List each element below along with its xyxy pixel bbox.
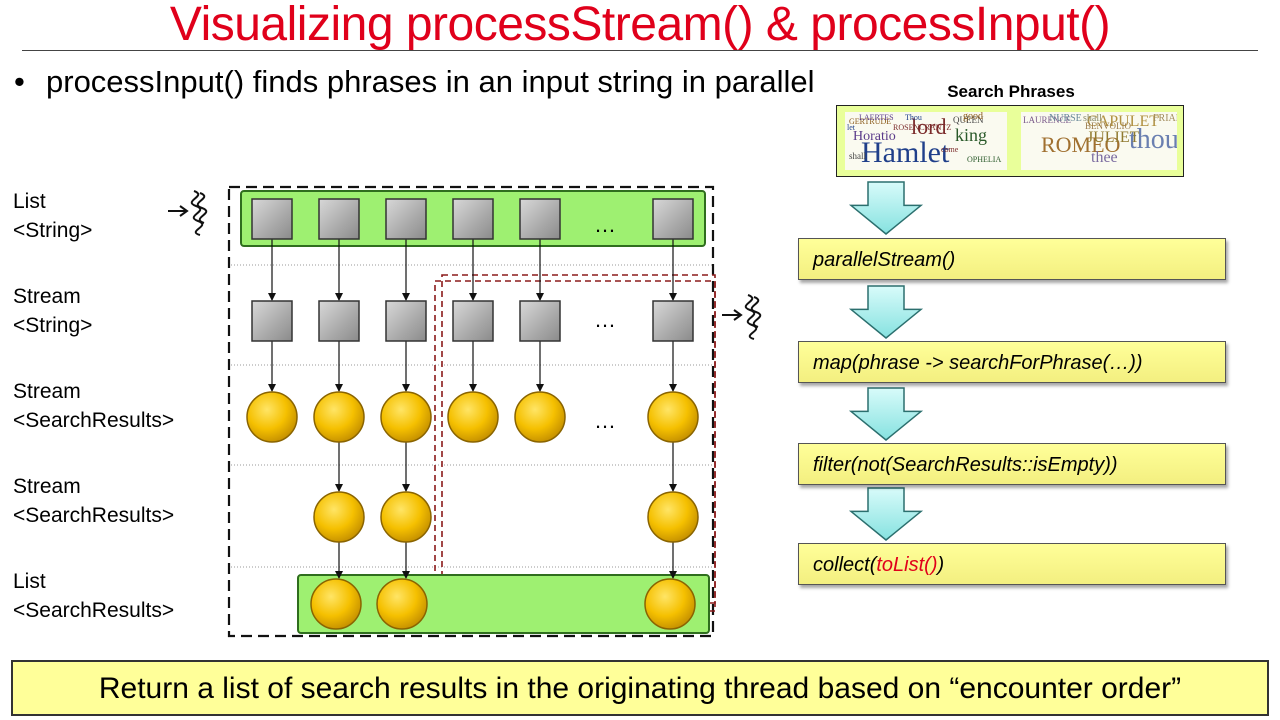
cloud-word: ROMEO (1041, 132, 1121, 157)
cloud-word: king (955, 125, 988, 145)
cloud-word: shall (1083, 113, 1102, 124)
string-element (652, 198, 694, 240)
cloud-word: CAPULET (1087, 113, 1159, 130)
stream-string-element (251, 300, 293, 342)
row-label-line2: <SearchResults> (13, 409, 175, 432)
op-map-search: map(phrase -> searchForPhrase(…)) (798, 341, 1226, 383)
cloud-word: lord (911, 114, 947, 139)
cloud-word: BENVOLIO (1085, 121, 1131, 131)
stream-string-element (452, 300, 494, 342)
cloud-word: ROSENCRANTZ (893, 123, 952, 132)
bullet-text: processInput() finds phrases in an input… (46, 64, 815, 99)
list-result-element (376, 578, 428, 630)
ellipsis-stream-string: … (594, 307, 616, 332)
list-result-element (310, 578, 362, 630)
row-label-stream-results: Stream <SearchResults> (13, 377, 174, 435)
row-label-line1: Stream (13, 380, 81, 403)
search-result-element (380, 391, 432, 443)
row-label-line1: List (13, 570, 46, 593)
parallel-region-outer (227, 185, 715, 638)
cloud-word: good (963, 112, 983, 122)
op-collect-suffix: ) (937, 554, 945, 576)
string-element (251, 198, 293, 240)
stream-string-element (318, 300, 360, 342)
op-collect-to-list: collect(toList()) (798, 543, 1226, 585)
stream-string-element (652, 300, 694, 342)
row-label-stream-string: Stream <String> (13, 282, 92, 340)
row-label-line1: Stream (13, 475, 81, 498)
cloud-word: come (941, 145, 959, 154)
op-collect-highlight: toList() (876, 554, 938, 576)
cloud-word: let (847, 123, 855, 132)
row-label-line1: Stream (13, 285, 81, 308)
ellipsis-list-string: … (594, 212, 616, 237)
row-label-line2: <SearchResults> (13, 599, 175, 622)
row-label-line2: <SearchResults> (13, 504, 175, 527)
cloud-word: Hamlet (861, 136, 950, 169)
title-divider (22, 50, 1258, 51)
row-label-list-string: List <String> (13, 187, 92, 245)
search-result-element (246, 391, 298, 443)
search-result-element (514, 391, 566, 443)
cloud-word: FRIAR (1153, 113, 1177, 124)
ellipsis-stream-results: … (594, 408, 616, 433)
stream-string-element (519, 300, 561, 342)
cloud-word: LAERTES (859, 113, 894, 122)
list-result-element (644, 578, 696, 630)
thread-icon (168, 190, 208, 236)
row-label-filtered-results: Stream <SearchResults> (13, 472, 174, 530)
string-element (519, 198, 561, 240)
page-title: Visualizing processStream() & processInp… (169, 0, 1111, 51)
cloud-word: OPHELIA (967, 155, 1002, 164)
cloud-word: QUEEN (953, 115, 984, 125)
cloud-word: Horatio (853, 129, 896, 144)
cloud-word: thee (1091, 149, 1118, 166)
row-label-list-results: List <SearchResults> (13, 567, 174, 625)
summary-footer: Return a list of search results in the o… (11, 660, 1269, 716)
filtered-result-element (647, 491, 699, 543)
pipeline-down-arrow (848, 387, 924, 441)
row-label-line1: List (13, 190, 46, 213)
pipeline-arrows (848, 181, 924, 541)
row-label-line2: <String> (13, 219, 93, 242)
op-parallel-stream: parallelStream() (798, 238, 1226, 280)
search-result-element (447, 391, 499, 443)
op-filter-not-empty: filter(not(SearchResults::isEmpty)) (798, 443, 1226, 485)
cloud-word: thou (1129, 124, 1177, 155)
cloud-word: shall (849, 151, 866, 161)
cloud-word: GERTRUDE (849, 117, 892, 126)
string-element (318, 198, 360, 240)
pipeline-down-arrow (848, 487, 924, 541)
pipeline-down-arrow (848, 181, 924, 235)
flow-layer (246, 198, 699, 630)
string-element (452, 198, 494, 240)
stream-string-element (385, 300, 427, 342)
search-result-element (647, 391, 699, 443)
row-label-line2: <String> (13, 314, 93, 337)
bullet-glyph: • (14, 64, 25, 99)
filtered-result-element (313, 491, 365, 543)
filtered-result-element (380, 491, 432, 543)
cloud-word: LAURENCE (1023, 115, 1071, 125)
cloud-word: JULIET (1087, 129, 1140, 146)
cloud-word: NURSE (1049, 113, 1082, 124)
op-collect-prefix: collect( (813, 554, 877, 576)
cloud-word: Thou (905, 113, 922, 122)
search-result-element (313, 391, 365, 443)
thread-icon (722, 294, 762, 340)
string-element (385, 198, 427, 240)
search-phrases-title: Search Phrases (947, 82, 1075, 101)
pipeline-down-arrow (848, 285, 924, 339)
